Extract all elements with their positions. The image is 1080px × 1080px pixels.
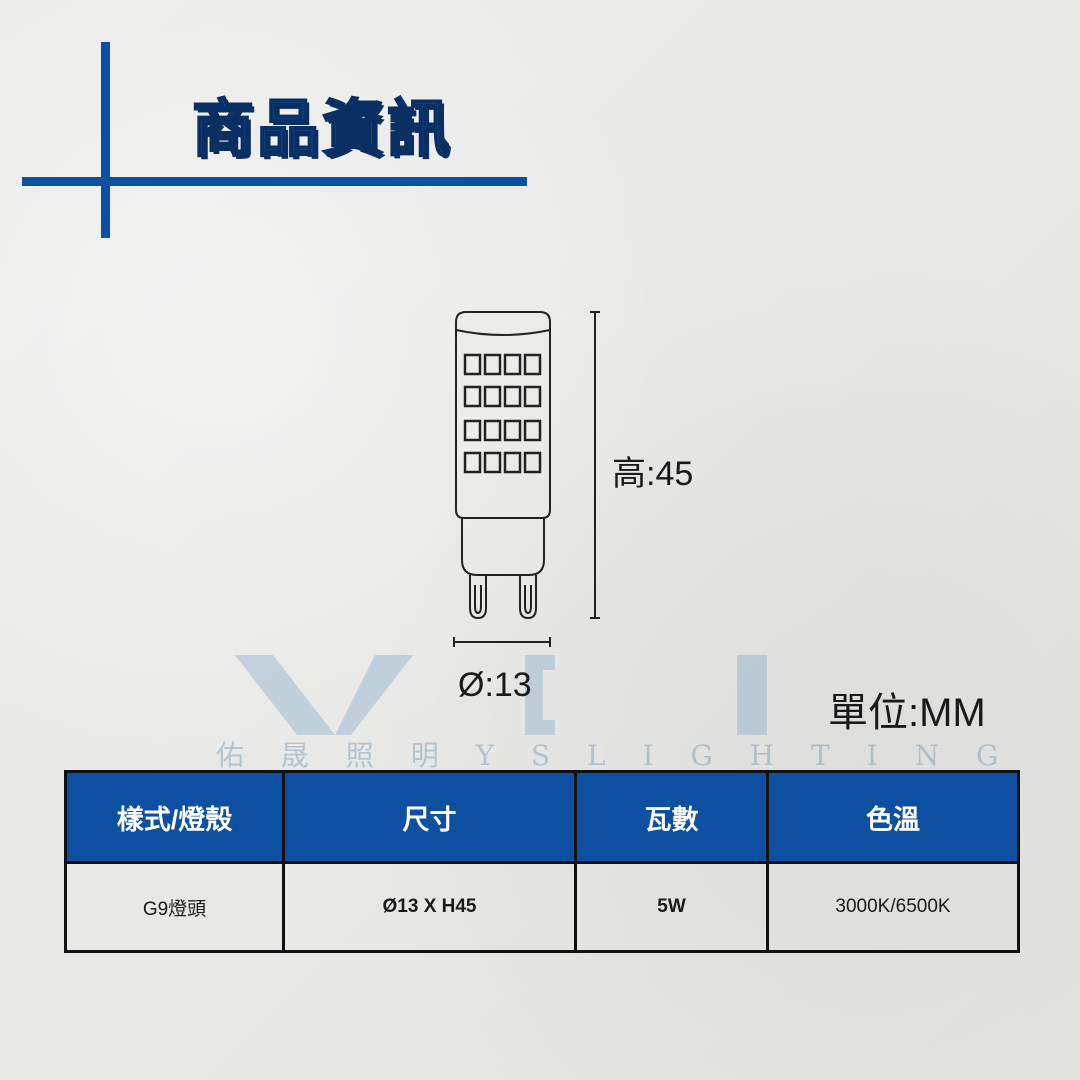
diameter-dimension-label: Ø:13: [458, 666, 532, 704]
cell-style: G9燈頭: [64, 861, 285, 953]
spec-table: 樣式/燈殼 尺寸 瓦數 色溫 G9燈頭 Ø13 X H45 5W 3000K/6…: [64, 770, 1020, 953]
spec-header-row: 樣式/燈殼 尺寸 瓦數 色溫: [64, 770, 1020, 864]
height-dimension-label: 高:45: [612, 455, 694, 493]
header-vertical-line: [101, 42, 110, 238]
unit-label: 單位:MM: [828, 691, 986, 735]
header-style: 樣式/燈殼: [64, 770, 285, 864]
header-color-temp: 色溫: [766, 770, 1020, 864]
table-row: G9燈頭 Ø13 X H45 5W 3000K/6500K: [64, 861, 1020, 953]
cell-wattage: 5W: [574, 861, 769, 953]
header-wattage: 瓦數: [574, 770, 769, 864]
g9-bulb-drawing: [453, 311, 600, 647]
page-title: 商品資訊: [191, 91, 453, 166]
header-horizontal-line: [22, 177, 527, 186]
header-size: 尺寸: [282, 770, 577, 864]
cell-color-temp: 3000K/6500K: [766, 861, 1020, 953]
cell-size: Ø13 X H45: [282, 861, 577, 953]
watermark-text: 佑 晟 照 明 Y S L I G H T I N G: [216, 739, 1013, 772]
watermark-logo: [235, 655, 767, 735]
